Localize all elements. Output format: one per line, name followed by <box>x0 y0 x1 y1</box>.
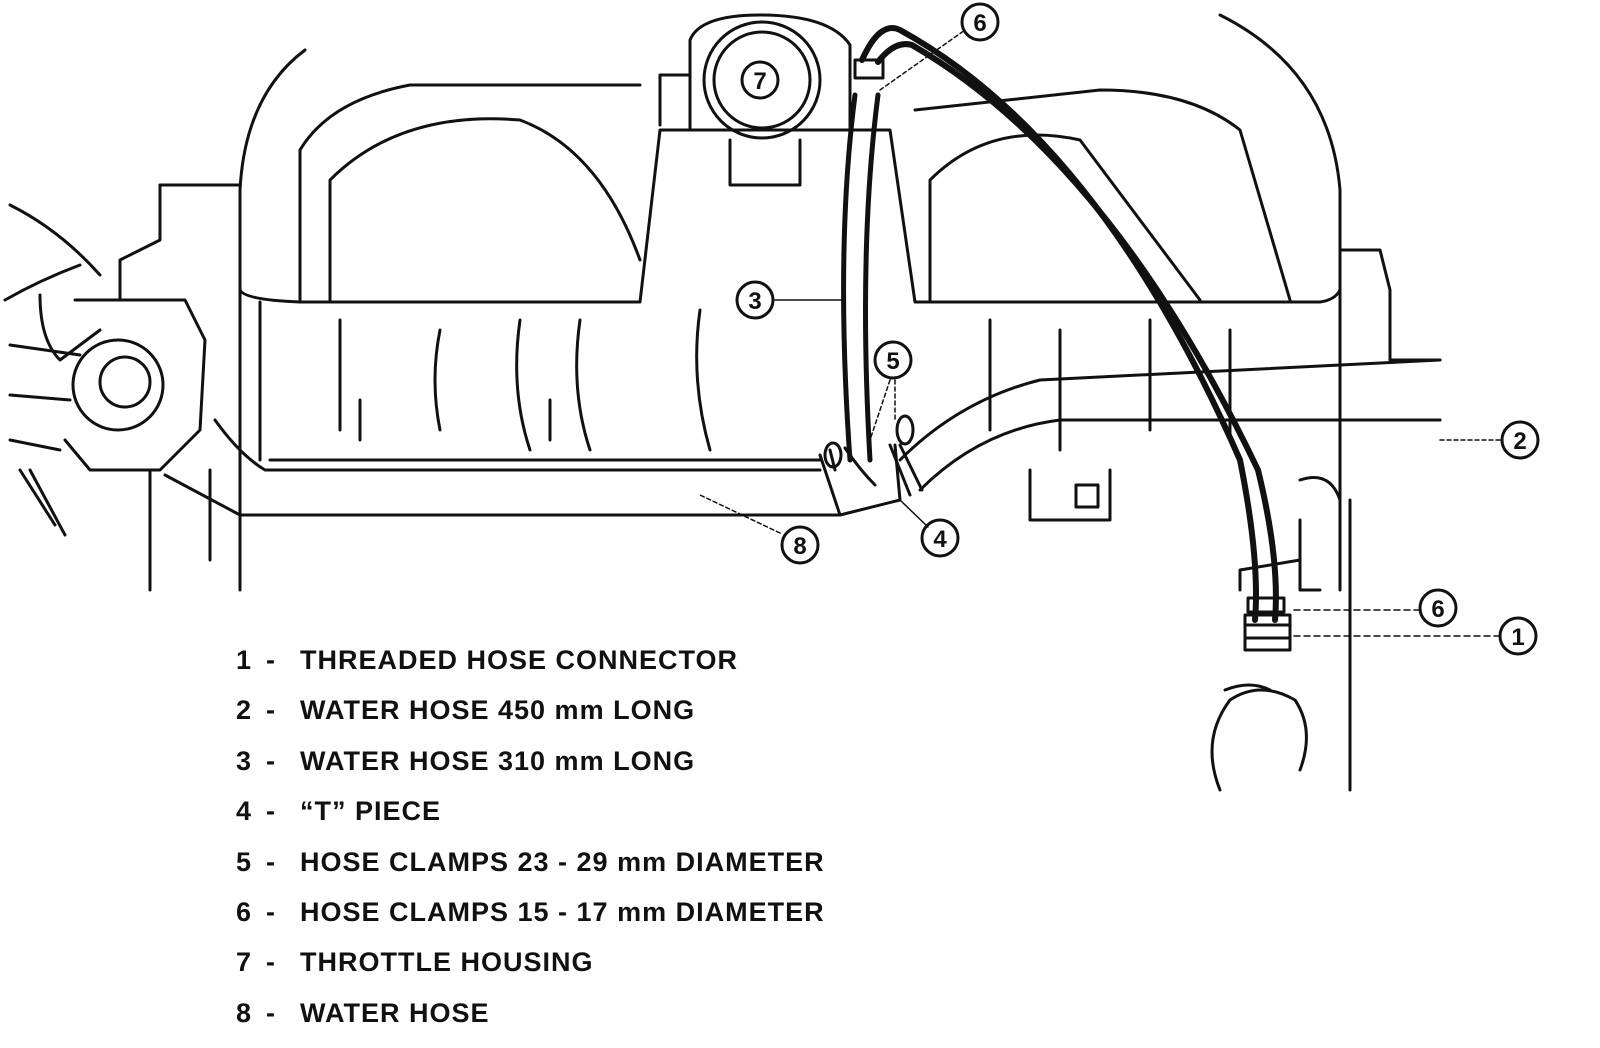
legend-number: 1 <box>236 645 253 675</box>
right-components <box>1210 248 1442 792</box>
callout-6-top-label: 6 <box>973 10 986 37</box>
callout-6-bottom: 6 <box>1418 588 1458 628</box>
legend-separator: - <box>266 745 276 776</box>
callout-2-label: 2 <box>1513 428 1526 455</box>
callout-6-top: 6 <box>960 2 1000 42</box>
callout-6-bottom-label: 6 <box>1431 596 1444 623</box>
legend-text: WATER HOSE 310 mm LONG <box>300 745 696 776</box>
callout-1-label: 1 <box>1511 624 1524 651</box>
legend-text: THROTTLE HOUSING <box>300 947 594 978</box>
legend-item: 1-THREADED HOSE CONNECTOR <box>236 640 825 690</box>
callout-4: 4 <box>920 518 960 558</box>
legend-separator: - <box>266 997 276 1028</box>
legend-item: 3-WATER HOSE 310 mm LONG <box>236 741 825 791</box>
threaded-hose-connector <box>1243 613 1292 652</box>
legend-number: 5 <box>236 846 253 877</box>
legend-text: WATER HOSE <box>300 997 490 1028</box>
left-components <box>3 183 822 592</box>
legend-number: 4 <box>236 796 253 827</box>
callout-1: 1 <box>1498 616 1538 656</box>
legend-text: HOSE CLAMPS 15 - 17 mm DIAMETER <box>300 896 825 927</box>
legend-item: 7-THROTTLE HOUSING <box>236 942 825 992</box>
legend-separator: - <box>266 896 276 927</box>
legend-text: WATER HOSE 450 mm LONG <box>300 695 696 726</box>
callout-4-label: 4 <box>933 526 947 553</box>
legend-separator: - <box>266 645 276 675</box>
t-piece <box>818 414 924 517</box>
callout-5-label: 5 <box>886 348 899 375</box>
callout-2: 2 <box>1500 420 1540 460</box>
legend-separator: - <box>266 796 276 827</box>
legend-separator: - <box>266 947 276 978</box>
legend-text: THREADED HOSE CONNECTOR <box>300 645 739 675</box>
throttle-housing <box>658 13 852 187</box>
legend-number: 3 <box>236 745 253 776</box>
callout-7-label: 7 <box>753 68 766 95</box>
callout-7: 7 <box>740 60 780 100</box>
hose-clamps <box>843 58 1286 614</box>
callout-8-label: 8 <box>793 533 806 560</box>
water-hose-2 <box>859 25 1279 623</box>
legend-item: 2-WATER HOSE 450 mm LONG <box>236 690 825 740</box>
legend-separator: - <box>266 695 276 726</box>
callout-8: 8 <box>780 525 820 565</box>
water-hose-8 <box>818 358 1442 517</box>
legend-number: 6 <box>236 896 253 927</box>
callout-3-label: 3 <box>748 288 761 315</box>
legend-number: 8 <box>236 997 253 1028</box>
legend-text: HOSE CLAMPS 23 - 29 mm DIAMETER <box>300 846 825 877</box>
legend-text: “T” PIECE <box>300 796 442 827</box>
water-hose-3 <box>841 92 881 463</box>
legend-item: 8-WATER HOSE <box>236 993 825 1043</box>
legend-item: 6-HOSE CLAMPS 15 - 17 mm DIAMETER <box>236 892 825 942</box>
parts-legend: 1-THREADED HOSE CONNECTOR 2-WATER HOSE 4… <box>236 640 825 1043</box>
leader-lines <box>699 29 1501 637</box>
callout-3: 3 <box>735 280 775 320</box>
legend-separator: - <box>266 846 276 877</box>
legend-item: 5-HOSE CLAMPS 23 - 29 mm DIAMETER <box>236 842 825 892</box>
legend-number: 2 <box>236 695 253 726</box>
legend-number: 7 <box>236 947 253 978</box>
callout-5: 5 <box>873 340 913 380</box>
legend-item: 4-“T” PIECE <box>236 791 825 841</box>
intake-manifold <box>238 13 1342 592</box>
